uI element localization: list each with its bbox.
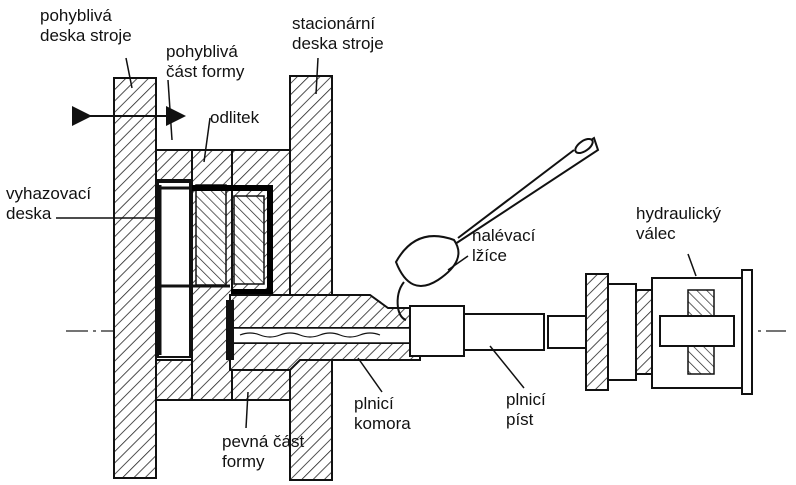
label-plunger: plnicí píst [506, 390, 546, 429]
label-ladle: nalévací lžíce [472, 226, 536, 265]
hydraulic-cylinder [585, 269, 753, 395]
stationary-platen [289, 75, 333, 481]
ladle [394, 136, 600, 321]
label-stationary-platen: stacionární deska stroje [292, 14, 384, 53]
label-shot-sleeve: plnicí komora [354, 394, 411, 433]
label-hydraulic-cylinder: hydraulický válec [636, 204, 722, 243]
moving-platen [113, 77, 157, 479]
label-casting: odlitek [210, 108, 260, 127]
label-moving-mold-half: pohyblivá část formy [166, 42, 245, 81]
leader-lines [56, 57, 697, 429]
label-fixed-mold-half: pevná část formy [222, 432, 305, 471]
shot-sleeve [226, 294, 421, 371]
label-ejector-plate: vyhazovací deska [6, 184, 92, 223]
label-moving-platen: pohyblivá deska stroje [40, 6, 132, 45]
ejector-plate [157, 181, 232, 358]
